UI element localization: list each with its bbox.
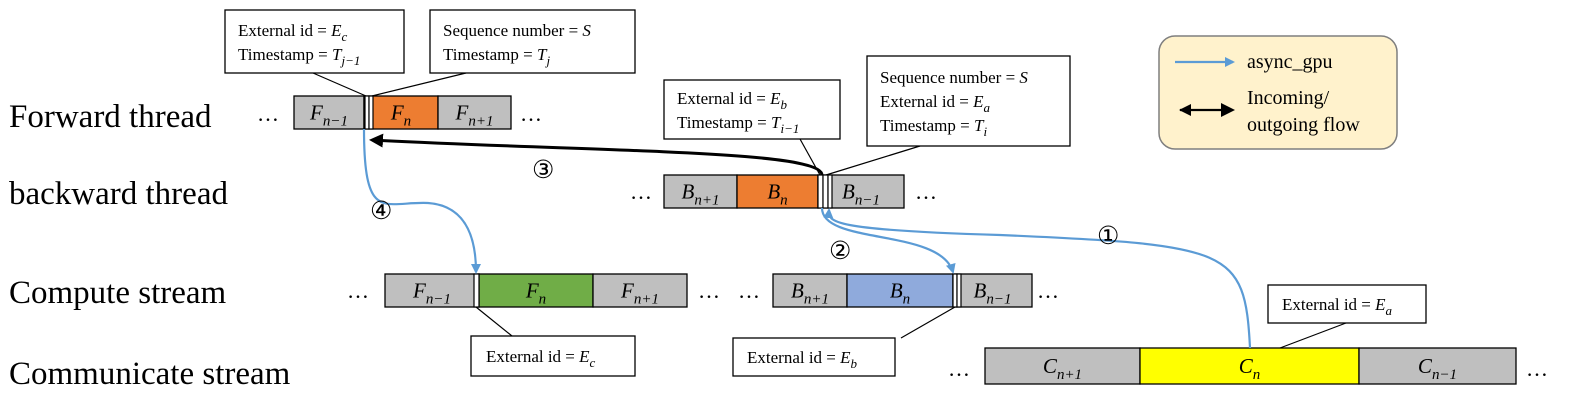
callout-line-fwd-left-1: Timestamp = Tj−1 (238, 45, 360, 68)
ellipsis-compute-mid-1: … (698, 278, 720, 303)
ellipsis-compute-left: … (347, 278, 369, 303)
flow-arrow-step-3 (369, 133, 824, 176)
segment-communicate-c-0 (984, 347, 1141, 385)
callout-backward-right: Sequence number = S External id = EaTimes… (866, 55, 1071, 147)
callout-line-bwd-right-2: Timestamp = Ti (880, 116, 987, 139)
backward-thread-marker (817, 174, 833, 209)
ellipsis-compute-right: … (1037, 278, 1059, 303)
ellipsis-forward-right: … (520, 101, 542, 126)
callout-forward-right: Sequence number = S Timestamp = Tj (429, 9, 636, 74)
legend-flow-label-2: outgoing flow (1247, 114, 1360, 136)
segment-compute-b-b-1 (846, 273, 954, 308)
lane-backward-thread: backward thread (9, 176, 228, 212)
async-arrow-step-4 (362, 128, 481, 274)
ellipsis-communicate-left: … (948, 356, 970, 381)
segment-compute-f-f-1 (478, 273, 594, 308)
segment-backward-b-0 (663, 174, 738, 209)
callout-line-compute-b-0: External id = Eb (747, 348, 858, 371)
lane-compute-stream: Compute stream (9, 275, 227, 311)
callout-communicate: External id = Ea (1267, 284, 1427, 324)
callout-line-bwd-right-1: External id = Ea (880, 92, 991, 115)
step-1-label: ① (1097, 223, 1119, 250)
legend-async-label: async_gpu (1247, 51, 1333, 73)
segment-compute-b-b-2 (952, 273, 1033, 308)
step-3-label: ③ (532, 157, 554, 184)
segment-communicate-c-2 (1358, 347, 1517, 385)
ellipsis-compute-mid-2: … (738, 278, 760, 303)
callout-line-communicate-0: External id = Ea (1282, 295, 1393, 318)
callout-line-bwd-left-0: External id = Eb (677, 89, 788, 112)
legend: async_gpu Incoming/ outgoing flow (1158, 35, 1398, 150)
forward-thread-marker (364, 95, 374, 130)
lane-forward-thread: Forward thread (9, 99, 212, 135)
callout-leaders (312, 72, 1347, 349)
ellipsis-backward-right: … (915, 179, 937, 204)
callout-line-compute-f-0: External id = Ec (486, 347, 596, 370)
segment-backward-b-1 (736, 174, 819, 209)
lane-communicate-stream: Communicate stream (9, 356, 291, 392)
segment-compute-b-b-0 (772, 273, 848, 308)
segment-communicate-c-1 (1139, 347, 1360, 385)
segment-forward-f-2 (437, 95, 512, 130)
callout-line-fwd-right-1: Timestamp = Tj (443, 45, 550, 68)
callout-compute-forward: External id = Ec (470, 335, 636, 377)
ellipsis-backward-left: … (630, 179, 652, 204)
callout-line-fwd-right-0: Sequence number = S (443, 21, 591, 40)
async-arrow-step-1 (823, 208, 1252, 349)
callout-line-bwd-left-1: Timestamp = Ti−1 (677, 113, 799, 136)
ellipsis-communicate-right: … (1526, 356, 1548, 381)
step-4-label: ④ (370, 198, 392, 225)
step-2-label: ② (829, 238, 851, 265)
async-arrow-step-2 (820, 207, 956, 274)
legend-flow-label-1: Incoming/ (1247, 87, 1330, 109)
callout-line-fwd-left-0: External id = Ec (238, 21, 348, 44)
callout-line-bwd-right-0: Sequence number = S (880, 68, 1028, 87)
segment-forward-f-0 (293, 95, 365, 130)
callout-compute-backward: External id = Eb (732, 337, 896, 377)
segment-compute-f-f-2 (592, 273, 688, 308)
ellipsis-forward-left: … (257, 101, 279, 126)
compute-backward-marker (952, 273, 962, 308)
compute-forward-marker (473, 273, 480, 308)
